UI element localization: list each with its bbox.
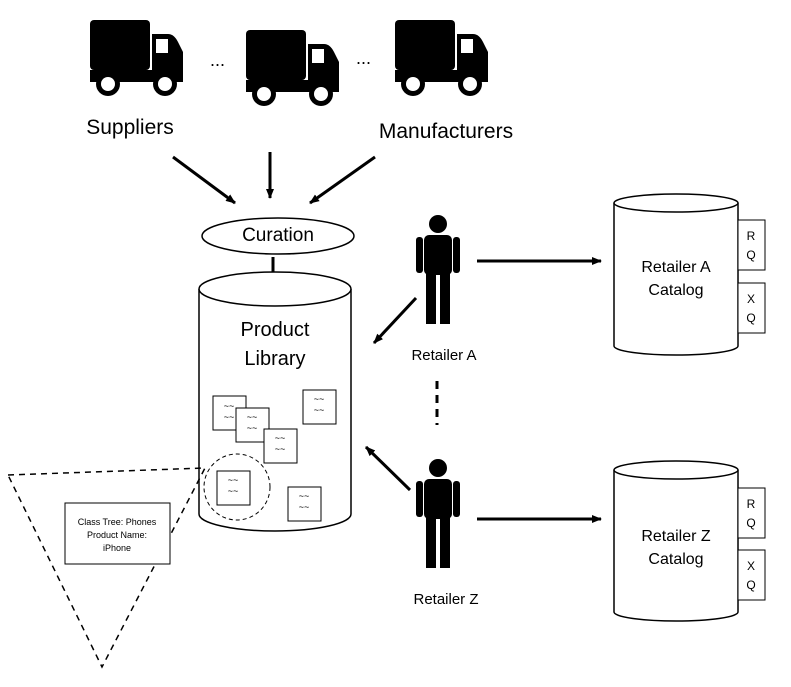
svg-text:~~: ~~ — [228, 475, 239, 485]
document-icon: ~~ ~~ — [216, 470, 251, 506]
svg-text:~~: ~~ — [299, 491, 310, 501]
retailer-z-label: Retailer Z — [413, 591, 478, 608]
callout-product-name-value: iPhone — [103, 543, 131, 553]
document-icon: ~~ ~~ — [287, 486, 322, 522]
svg-text:Q: Q — [746, 248, 755, 262]
retailer-z-catalog-line1: Retailer Z — [641, 528, 711, 545]
ellipsis-1: ... — [210, 50, 225, 70]
callout-product-name-label: Product Name: — [87, 530, 147, 540]
supplier-truck-icon — [90, 20, 183, 96]
arrow-manufacturers-to-curation — [309, 155, 376, 205]
document-icon: ~~ ~~ — [302, 389, 337, 425]
svg-text:~~: ~~ — [275, 444, 286, 454]
product-library-title-line1: Product — [241, 319, 310, 341]
svg-text:Q: Q — [746, 311, 755, 325]
arrow-retailer-z-to-library — [364, 445, 412, 492]
svg-text:~~: ~~ — [247, 423, 258, 433]
svg-text:~~: ~~ — [314, 405, 325, 415]
retailer-a-label: Retailer A — [411, 347, 476, 364]
product-library-title-line2: Library — [244, 348, 305, 370]
retailer-z-catalog-cylinder — [613, 460, 739, 622]
svg-text:~~: ~~ — [247, 412, 258, 422]
svg-text:X: X — [747, 559, 755, 573]
callout-card — [64, 502, 171, 565]
svg-text:~~: ~~ — [224, 401, 235, 411]
retailer-a-person-icon — [416, 215, 460, 324]
svg-text:R: R — [747, 497, 756, 511]
callout-class-tree: Class Tree: Phones — [78, 517, 157, 527]
svg-text:Q: Q — [746, 578, 755, 592]
arrow-suppliers-to-curation — [172, 155, 236, 205]
svg-text:~~: ~~ — [228, 486, 239, 496]
arrow-retailer-a-to-library — [372, 296, 418, 345]
retailer-a-catalog-cylinder — [613, 193, 739, 356]
svg-text:~~: ~~ — [299, 502, 310, 512]
document-icon: ~~ ~~ — [235, 407, 270, 443]
curation-label: Curation — [242, 225, 314, 246]
truck-icon — [246, 30, 339, 106]
curation-ellipse — [201, 217, 355, 255]
retailer-a-catalog-line1: Retailer A — [641, 259, 711, 276]
svg-text:~~: ~~ — [224, 412, 235, 422]
retailer-a-catalog-line2: Catalog — [648, 282, 703, 299]
retailer-z-person-icon — [416, 459, 460, 568]
retailer-z-catalog-line2: Catalog — [648, 551, 703, 568]
suppliers-label: Suppliers — [86, 116, 174, 139]
svg-text:~~: ~~ — [275, 433, 286, 443]
product-library-cylinder — [198, 271, 352, 532]
manufacturers-label: Manufacturers — [379, 120, 513, 143]
retailer-a-catalog-tab-xq: X Q — [737, 282, 766, 334]
svg-text:X: X — [747, 292, 755, 306]
manufacturer-truck-icon — [395, 20, 488, 96]
retailer-z-catalog-tab-xq: X Q — [737, 549, 766, 601]
svg-text:R: R — [747, 229, 756, 243]
retailer-z-catalog-tab-rq: R Q — [737, 487, 766, 539]
svg-text:~~: ~~ — [314, 394, 325, 404]
zoom-circle — [203, 453, 271, 521]
zoom-callout-triangle — [6, 467, 207, 669]
retailer-a-catalog-tab-rq: R Q — [737, 219, 766, 271]
ellipsis-2: ... — [356, 48, 371, 68]
document-icon: ~~ ~~ — [263, 428, 298, 464]
svg-text:Q: Q — [746, 516, 755, 530]
